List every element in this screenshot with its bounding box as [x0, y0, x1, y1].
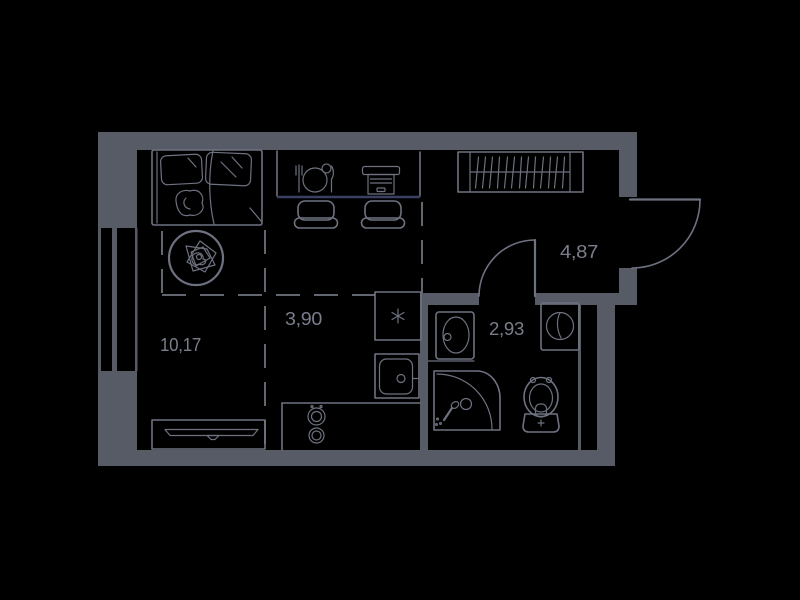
room-area-labels: 10,17 3,90 2,93 4,87 — [160, 241, 598, 355]
shower-door-arc — [436, 373, 493, 430]
bathroom-door — [478, 238, 537, 298]
pillow-crease — [231, 156, 243, 169]
chair-seat — [297, 200, 335, 221]
wall-right-lower — [597, 305, 615, 466]
washer-body — [540, 302, 580, 351]
kitchen-sink — [374, 353, 420, 399]
bathroom-area-label: 2,93 — [489, 318, 524, 339]
entrance-door — [628, 198, 702, 269]
wall-left-upper — [98, 150, 137, 228]
wall-hall-bath-left — [420, 293, 479, 305]
pillow-icon — [160, 153, 204, 186]
chair — [293, 200, 339, 229]
sink-bowl — [442, 316, 470, 354]
toilet-hinge — [529, 376, 537, 384]
kitchen-fixtures — [281, 291, 422, 451]
chair — [360, 200, 406, 229]
window-outer-frame — [98, 228, 101, 371]
hallway-area-label: 4,87 — [560, 241, 598, 262]
knife-icon — [330, 165, 334, 193]
wall-bottom — [98, 450, 615, 466]
toilet-bowl-detail — [534, 403, 548, 418]
wardrobe-hangers — [474, 156, 566, 189]
wall-right-upper — [619, 150, 637, 197]
tv-icon — [164, 428, 259, 437]
dining-counter — [276, 150, 421, 229]
bathroom-door-swing-arc — [478, 239, 536, 297]
place-setting — [295, 163, 334, 193]
laptop-screen — [361, 165, 401, 176]
plant-pot-center — [195, 253, 203, 261]
faucet-icon — [396, 373, 406, 384]
wall-right-stub — [619, 268, 637, 293]
toilet — [522, 376, 560, 433]
plant-scribble — [191, 252, 207, 266]
wall-hall-bath-right — [535, 293, 637, 305]
faucet-icon — [443, 332, 452, 342]
toilet-flush-button — [537, 419, 545, 427]
blanket-edge — [209, 150, 215, 225]
blanket-fold — [249, 207, 262, 222]
chair-seat — [364, 200, 402, 221]
zone-boundaries — [161, 202, 423, 450]
plant-leaf — [186, 240, 217, 273]
kitchen-area-label: 3,90 — [285, 308, 322, 329]
washing-machine — [540, 302, 580, 351]
glass-icon — [321, 163, 332, 174]
chair-back — [360, 217, 406, 229]
laptop-body — [367, 173, 395, 195]
wall-top — [98, 132, 637, 150]
side-table-plant — [167, 229, 225, 287]
entrance-door-swing-arc — [631, 199, 701, 269]
wall-bathroom-right — [578, 305, 581, 450]
sink-basin — [378, 358, 414, 395]
snowflake-icon — [391, 308, 405, 324]
living-room-area-label: 10,17 — [160, 334, 201, 355]
pillow-icon — [204, 151, 253, 187]
plate-icon — [302, 167, 328, 193]
wardrobe-body — [457, 151, 584, 193]
kitchen-counter — [281, 402, 421, 451]
window-mullion — [112, 228, 117, 371]
laptop — [361, 165, 401, 195]
bed — [151, 149, 263, 226]
shower-head-icon — [450, 401, 460, 409]
stove-burners — [307, 404, 326, 444]
vanity-cabinet — [435, 311, 475, 360]
tv-zone — [151, 419, 266, 450]
plant-leaf — [190, 246, 211, 267]
washer-drum-detail — [556, 312, 562, 339]
walls — [98, 132, 637, 466]
shower — [433, 370, 501, 431]
pillow-crease — [187, 157, 197, 168]
shower-tray — [433, 370, 501, 431]
laptop-trackpad — [376, 187, 386, 193]
chair-back — [293, 217, 339, 229]
wall-bathroom-left — [420, 305, 428, 450]
cushion-icon — [175, 189, 204, 217]
window-inner-frame — [135, 228, 138, 371]
bathroom-fixtures — [427, 302, 580, 433]
tv-base — [206, 434, 220, 441]
tv-stand — [151, 419, 266, 450]
fork-icon — [295, 164, 303, 193]
bed-frame — [151, 149, 263, 226]
toilet-tank — [522, 413, 560, 433]
toilet-hinge — [545, 376, 553, 384]
round-table — [167, 229, 225, 287]
shower-handle-icon — [442, 406, 454, 422]
window — [98, 228, 138, 371]
cushion-detail — [183, 197, 191, 210]
shower-drain — [459, 397, 473, 411]
blanket-fold — [220, 161, 237, 178]
wardrobe — [457, 151, 584, 193]
fridge — [374, 291, 422, 341]
toilet-bowl-inner — [528, 383, 554, 413]
bathroom-sink — [427, 311, 475, 362]
fridge-body — [374, 291, 422, 341]
sink-cabinet — [374, 353, 420, 399]
